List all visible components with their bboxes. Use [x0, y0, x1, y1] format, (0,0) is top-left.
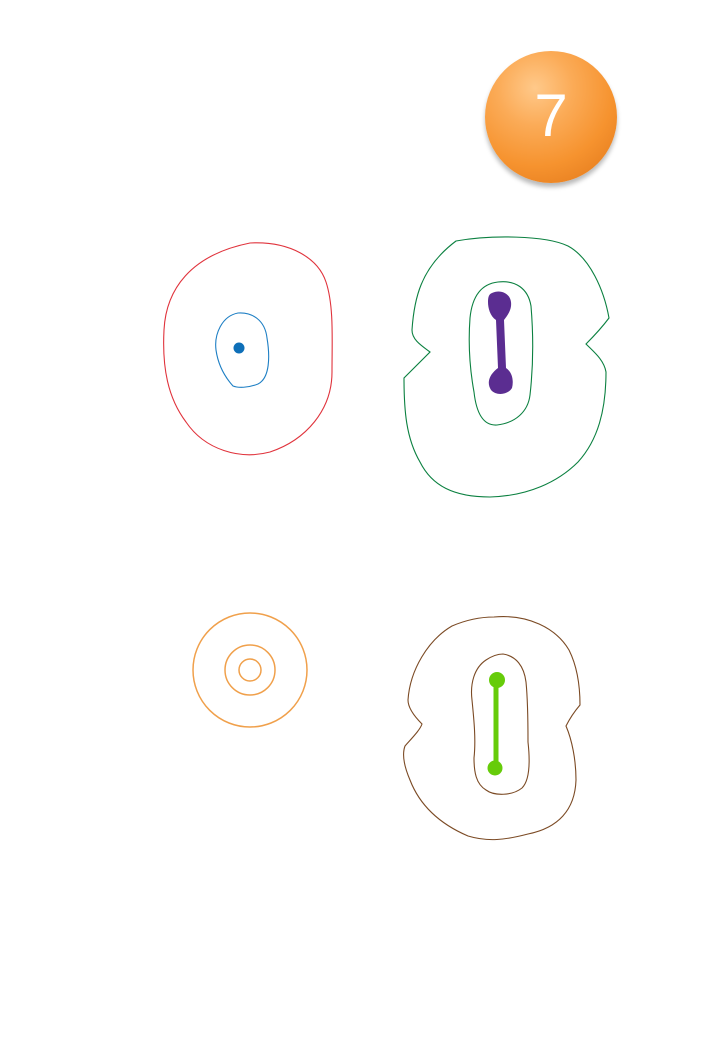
cell-4-outer-outline	[403, 616, 581, 841]
cell-4	[403, 616, 581, 841]
cell-2	[403, 236, 610, 498]
cell-3-inner-ring	[238, 658, 262, 682]
cell-3-outer-ring	[192, 612, 308, 728]
number-badge: 7	[485, 51, 617, 183]
cell-1-outer-outline	[163, 242, 333, 456]
cell-2-bar	[488, 291, 513, 394]
cell-4-bar-bottom-dot	[487, 760, 503, 776]
badge-number: 7	[534, 82, 568, 149]
cell-1-inner-outline	[215, 312, 270, 388]
cell-2-inner-outline	[468, 281, 534, 426]
cell-4-inner-outline	[470, 653, 530, 795]
cell-4-bar-top-dot	[489, 672, 505, 688]
cell-3-middle-ring	[224, 644, 276, 696]
cell-2-outer-outline	[403, 236, 610, 498]
cell-1	[163, 242, 333, 456]
cell-3	[192, 612, 308, 728]
cell-1-dot	[233, 342, 245, 354]
